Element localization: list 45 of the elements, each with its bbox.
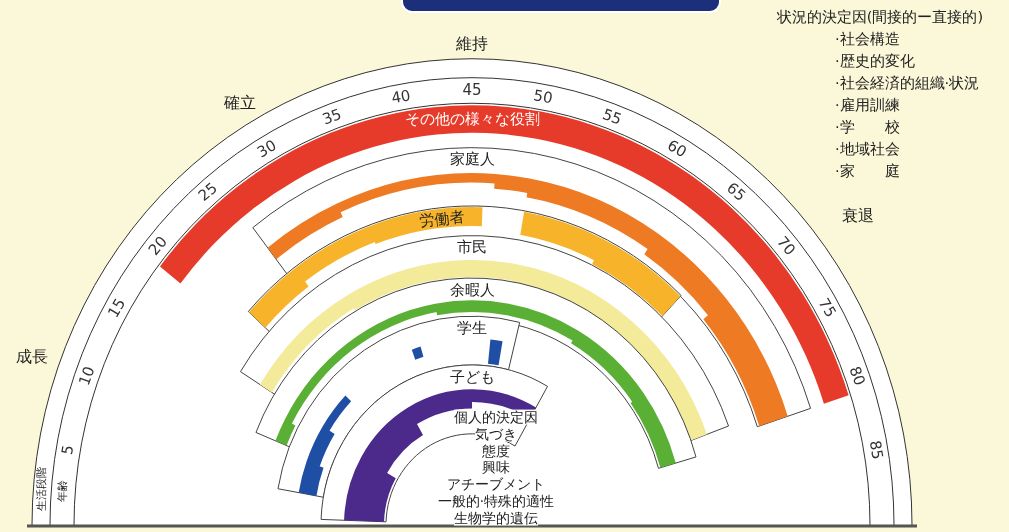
age-number: 35 [319,105,344,128]
determinant-text: 態度 [482,443,510,458]
role-label: 市民 [457,239,487,256]
age-number: 55 [600,105,624,128]
age-number: 5 [59,443,78,456]
age-number: 45 [462,82,482,99]
determinant-text: 興味 [482,459,510,475]
age-number: 40 [389,87,412,107]
age-number: 65 [722,179,749,205]
age-number: 85 [866,438,886,461]
age-number: 25 [195,179,222,205]
stage-label: 成長 [16,348,48,366]
age-number: 60 [664,136,690,161]
determinant-text: 個人的決定因 [454,409,538,425]
scale-title: 年齢 [56,479,69,502]
age-number: 15 [105,295,129,321]
age-number: 50 [532,87,554,107]
role-label: 労働者 [418,208,465,230]
determinant-text: 生物学的遺伝 [454,510,538,526]
role-label: 学生 [457,319,487,337]
list-item: ·学 校 [835,120,900,136]
role-label: 子ども [449,368,495,385]
determinant-text: 気づき [475,426,517,442]
determinant-text: アチーブメント [447,476,545,492]
age-number: 30 [254,136,280,161]
list-item: ·社会経済的組織·状況 [835,76,980,92]
stage-label: 確立 [224,94,256,112]
stage-label: 衰退 [842,207,874,225]
scale-title: 生活段階 [35,467,48,512]
age-number: 10 [75,364,98,389]
role-label: 余暇人 [449,281,495,298]
list-item: ·家 庭 [835,164,900,180]
role-label: 家庭人 [449,151,495,168]
list-item: ·社会構造 [835,32,900,48]
age-number: 75 [815,295,839,321]
determinant-text: 一般的·特殊的適性 [437,493,555,509]
list-item: ·歴史的変化 [835,54,915,70]
heading-text: 状況的決定因(間接的ー直接的) [776,10,984,26]
stage-label: 維持 [456,35,488,53]
role-label: その他の様々な役割 [404,110,540,128]
list-item: ·雇用訓練 [835,98,900,114]
age-number: 80 [846,364,869,389]
age-number: 20 [145,233,171,259]
list-item: ·地域社会 [835,142,900,158]
age-number: 70 [773,233,799,259]
